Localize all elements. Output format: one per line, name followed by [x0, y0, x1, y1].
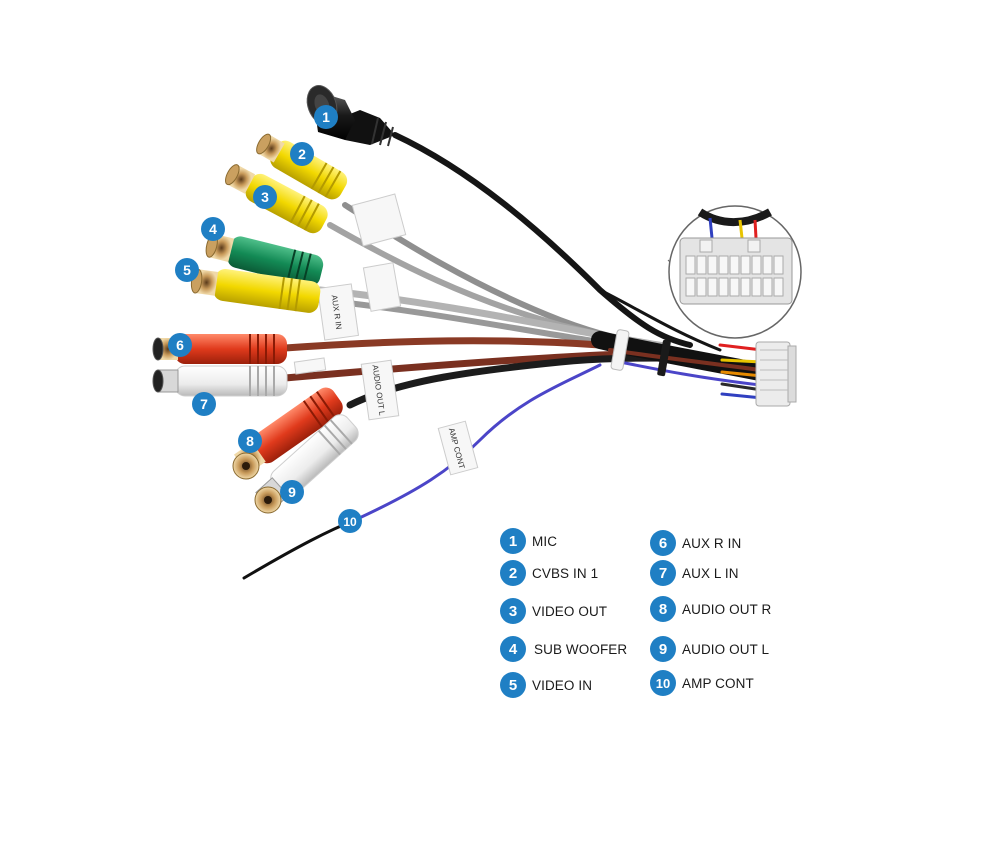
legend-item-audio-out-r: 8 AUDIO OUT R [650, 596, 771, 622]
wire-10-blue [353, 363, 602, 522]
wire-8-9 [346, 354, 669, 409]
badge-7: 7 [192, 392, 216, 416]
connector-badges: 1 2 3 4 5 6 7 8 9 10 [168, 105, 362, 533]
multi-pin-connector [755, 341, 797, 407]
legend-badge: 9 [650, 636, 676, 662]
legend-badge: 1 [500, 528, 526, 554]
legend-label: CVBS IN 1 [532, 565, 599, 581]
badge-8: 8 [238, 429, 262, 453]
connector-zoom-inset [667, 205, 802, 339]
legend-label: AMP CONT [682, 675, 754, 691]
svg-text:8: 8 [246, 433, 254, 449]
pinout-legend: 1 MIC 2 CVBS IN 1 3 VIDEO OUT 4 SUB WOOF… [500, 528, 820, 708]
svg-text:2: 2 [298, 146, 306, 162]
svg-text:1: 1 [322, 109, 330, 125]
svg-text:9: 9 [288, 484, 296, 500]
svg-text:3: 3 [261, 189, 269, 205]
svg-text:7: 7 [200, 396, 208, 412]
svg-text:6: 6 [176, 337, 184, 353]
connector-2-rca-yellow [256, 133, 348, 200]
legend-item-sub-woofer: 4 SUB WOOFER [500, 636, 627, 662]
legend-label: VIDEO OUT [532, 603, 608, 619]
legend-item-video-in: 5 VIDEO IN [500, 672, 592, 698]
badge-10: 10 [338, 509, 362, 533]
wire-10-black [242, 518, 357, 580]
legend-badge: 4 [500, 636, 526, 662]
legend-item-audio-out-l: 9 AUDIO OUT L [650, 636, 769, 662]
svg-text:10: 10 [343, 515, 357, 529]
wire-1 [392, 132, 693, 348]
badge-9: 9 [280, 480, 304, 504]
legend-badge: 6 [650, 530, 676, 556]
badge-2: 2 [290, 142, 314, 166]
badge-1: 1 [314, 105, 338, 129]
wire-5 [317, 297, 603, 345]
cable-tags: AUX R IN AUDIO OUT L AMP CONT [293, 193, 479, 476]
legend-badge: 3 [500, 598, 526, 624]
legend-badge: 10 [650, 670, 676, 696]
legend-item-video-out: 3 VIDEO OUT [500, 598, 607, 624]
connector-6-rca-red [152, 334, 287, 364]
badge-4: 4 [201, 217, 225, 241]
legend-item-aux-r-in: 6 AUX R IN [650, 530, 741, 556]
legend-label: AUX R IN [682, 535, 742, 551]
badge-3: 3 [253, 185, 277, 209]
badge-5: 5 [175, 258, 199, 282]
svg-text:4: 4 [209, 221, 217, 237]
legend-label: AUX L IN [682, 565, 739, 581]
cable-bundle [242, 132, 769, 580]
legend-badge: 8 [650, 596, 676, 622]
legend-badge: 7 [650, 560, 676, 586]
svg-text:5: 5 [183, 262, 191, 278]
legend-badge: 2 [500, 560, 526, 586]
connector-7-rca-white [152, 365, 288, 397]
legend-badge: 5 [500, 672, 526, 698]
badge-6: 6 [168, 333, 192, 357]
legend-item-amp-cont: 10 AMP CONT [650, 670, 754, 696]
legend-item-mic: 1 MIC [500, 528, 557, 554]
legend-label: MIC [532, 533, 558, 549]
legend-item-aux-l-in: 7 AUX L IN [650, 560, 739, 586]
legend-label: AUDIO OUT R [682, 601, 772, 617]
legend-label: AUDIO OUT L [682, 641, 770, 657]
legend-label: SUB WOOFER [534, 641, 628, 657]
connector-5-rca-yellow [190, 268, 321, 313]
legend-label: VIDEO IN [532, 677, 593, 693]
legend-item-cvbs-in-1: 2 CVBS IN 1 [500, 560, 598, 586]
